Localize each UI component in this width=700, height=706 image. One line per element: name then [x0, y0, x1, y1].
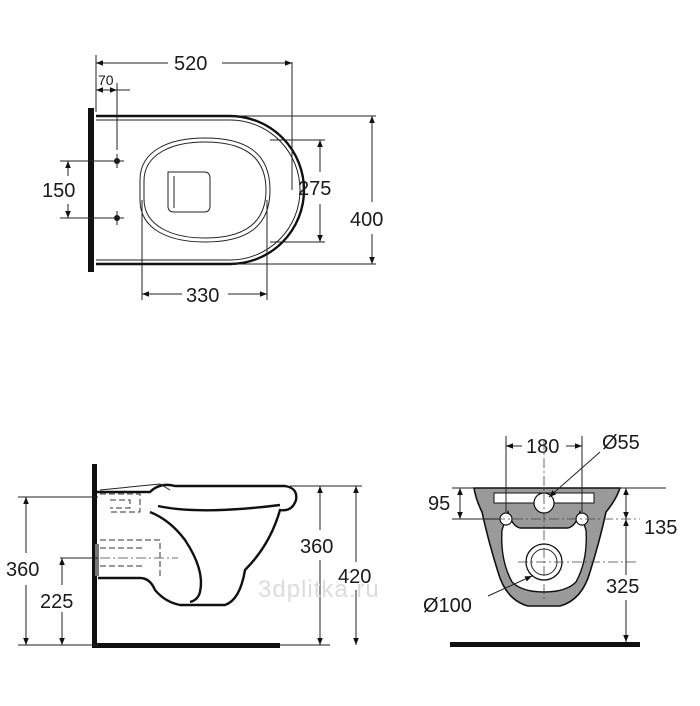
top-wall [88, 108, 94, 272]
side-bowl-profile [97, 483, 298, 607]
top-seat-opening [139, 137, 271, 243]
top-flush-opening [167, 171, 211, 213]
side-wall [92, 464, 97, 648]
dim-275: 275 [298, 178, 331, 200]
top-view: 520 70 150 275 400 330 [42, 53, 383, 307]
dim-150: 150 [42, 180, 75, 202]
top-bolt-holes [110, 154, 124, 225]
dim-400: 400 [350, 209, 383, 231]
dim-diameter-55: Ø55 [602, 432, 640, 454]
dim-360-right: 360 [300, 536, 333, 558]
side-floor [92, 643, 280, 648]
rear-view: 180 Ø55 95 135 325 Ø100 [423, 432, 677, 647]
top-bowl-outline [96, 114, 306, 266]
dim-330: 330 [186, 285, 219, 307]
dim-420: 420 [338, 566, 371, 588]
dim-95: 95 [428, 493, 450, 515]
dim-325: 325 [606, 576, 639, 598]
dim-180: 180 [526, 436, 559, 458]
watermark: 3dplitka.ru [258, 576, 380, 603]
side-view: 360 225 360 420 [6, 464, 371, 648]
dim-135: 135 [644, 517, 677, 539]
rear-floor [450, 642, 640, 647]
dim-520: 520 [174, 53, 207, 75]
dim-70: 70 [98, 72, 114, 88]
dim-diameter-100: Ø100 [423, 595, 472, 617]
dim-360-left: 360 [6, 559, 39, 581]
dim-225: 225 [40, 591, 73, 613]
